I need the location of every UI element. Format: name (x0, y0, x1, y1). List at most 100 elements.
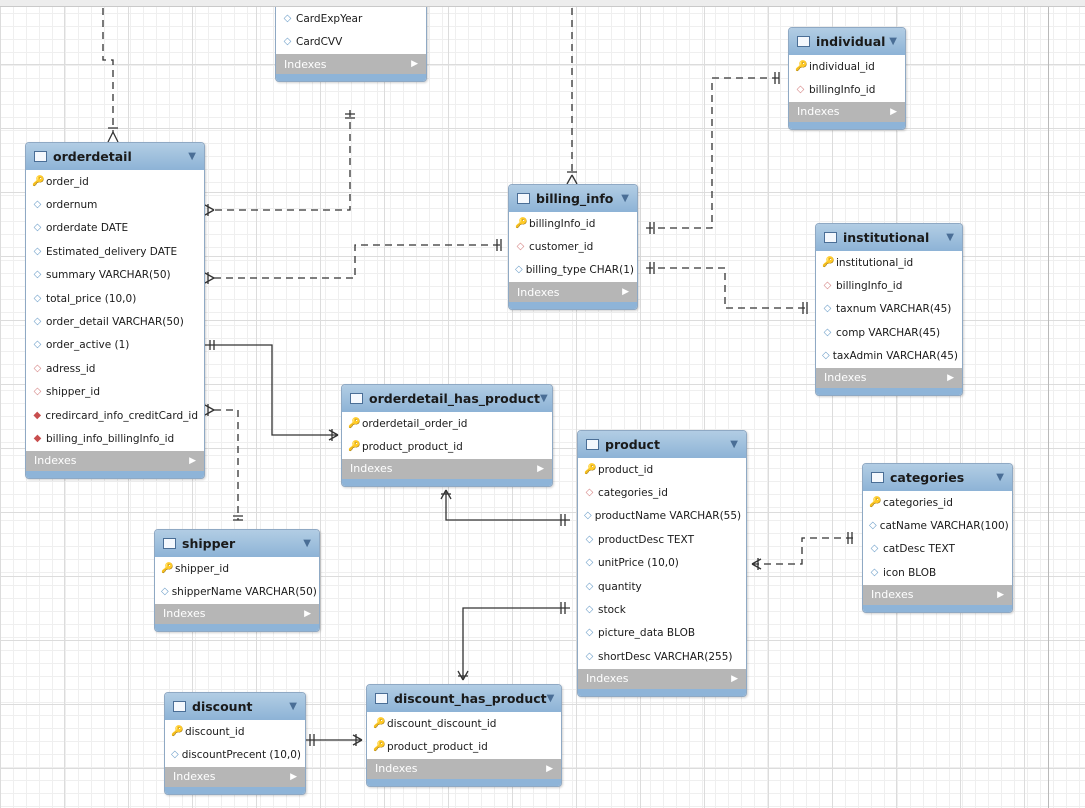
column-row[interactable]: ◇comp VARCHAR(45) (816, 321, 962, 344)
column-row[interactable]: ◇orderdate DATE (26, 217, 204, 240)
indexes-section[interactable]: Indexes▶ (26, 450, 204, 471)
column-row[interactable]: ◇shipper_id (26, 381, 204, 404)
chevron-down-icon[interactable]: ▼ (946, 232, 954, 243)
column-row[interactable]: 🔑billingInfo_id (509, 212, 637, 235)
indexes-section[interactable]: Indexes▶ (342, 458, 552, 479)
column-row[interactable]: ◇productDesc TEXT (578, 528, 746, 551)
chevron-down-icon[interactable]: ▼ (188, 151, 196, 162)
chevron-down-icon[interactable]: ▼ (303, 538, 311, 549)
column-row[interactable]: ◇unitPrice (10,0) (578, 552, 746, 575)
table-header[interactable]: product▼ (578, 431, 746, 458)
table-card[interactable]: ◇CardExpMonth◇CardExpYear◇CardCVVIndexes… (275, 0, 427, 83)
column-row[interactable]: ◇adress_id (26, 357, 204, 380)
column-row[interactable]: 🔑discount_discount_id (367, 712, 561, 735)
chevron-down-icon[interactable]: ▼ (539, 393, 548, 404)
column-row[interactable]: ◇order_detail VARCHAR(50) (26, 310, 204, 333)
table-orderdetail[interactable]: orderdetail▼🔑order_id◇ordernum◇orderdate… (25, 142, 205, 479)
column-row[interactable]: ◇picture_data BLOB (578, 622, 746, 645)
column-row[interactable]: ◇order_active (1) (26, 334, 204, 357)
table-header[interactable]: discount▼ (165, 693, 305, 720)
indexes-section[interactable]: Indexes▶ (367, 758, 561, 779)
column-row[interactable]: ◇stock (578, 598, 746, 621)
diamond-icon: ◇ (585, 533, 594, 545)
column-row[interactable]: 🔑product_id (578, 458, 746, 481)
table-header[interactable]: orderdetail_has_product▼ (342, 385, 552, 412)
chevron-down-icon[interactable]: ▼ (289, 701, 297, 712)
chevron-down-icon[interactable]: ▼ (621, 193, 629, 204)
table-header[interactable]: billing_info▼ (509, 185, 637, 212)
column-row[interactable]: ◇CardCVV (276, 31, 426, 54)
column-row[interactable]: 🔑shipper_id (155, 557, 319, 580)
column-row[interactable]: ◇taxnum VARCHAR(45) (816, 298, 962, 321)
indexes-section[interactable]: Indexes▶ (276, 54, 426, 75)
table-discount[interactable]: discount▼🔑discount_id◇discountPrecent (1… (164, 692, 306, 795)
indexes-section[interactable]: Indexes▶ (863, 584, 1012, 605)
column-row[interactable]: ◇quantity (578, 575, 746, 598)
column-row[interactable]: ◇icon BLOB (863, 561, 1012, 584)
triangle-right-icon[interactable]: ▶ (997, 589, 1004, 600)
table-billing-info[interactable]: billing_info▼🔑billingInfo_id◇customer_id… (508, 184, 638, 311)
chevron-down-icon[interactable]: ▼ (996, 472, 1004, 483)
triangle-right-icon[interactable]: ▶ (304, 608, 311, 619)
column-row[interactable]: ◇billing_type CHAR(1) (509, 259, 637, 282)
column-row[interactable]: ◇billingInfo_id (789, 78, 905, 101)
chevron-down-icon[interactable]: ▼ (889, 36, 897, 47)
column-row[interactable]: ◆billing_info_billingInfo_id (26, 427, 204, 450)
column-row[interactable]: ◇total_price (10,0) (26, 287, 204, 310)
triangle-right-icon[interactable]: ▶ (947, 372, 954, 383)
table-orderdetail-has-product[interactable]: orderdetail_has_product▼🔑orderdetail_ord… (341, 384, 553, 487)
column-row[interactable]: 🔑categories_id (863, 491, 1012, 514)
indexes-section[interactable]: Indexes▶ (155, 603, 319, 624)
table-categories[interactable]: categories▼🔑categories_id◇catName VARCHA… (862, 463, 1013, 613)
column-row[interactable]: 🔑discount_id (165, 720, 305, 743)
column-row[interactable]: ◇categories_id (578, 481, 746, 504)
table-header[interactable]: orderdetail▼ (26, 143, 204, 170)
table-discount-has-product[interactable]: discount_has_product▼🔑discount_discount_… (366, 684, 562, 787)
column-row[interactable]: ◇catDesc TEXT (863, 538, 1012, 561)
column-row[interactable]: ◇shipperName VARCHAR(50) (155, 580, 319, 603)
column-row[interactable]: ◇CardExpYear (276, 7, 426, 30)
column-row[interactable]: ◇shortDesc VARCHAR(255) (578, 645, 746, 668)
column-row[interactable]: ◇ordernum (26, 193, 204, 216)
key-icon: 🔑 (373, 717, 386, 729)
indexes-section[interactable]: Indexes▶ (509, 282, 637, 303)
table-institutional[interactable]: institutional▼🔑institutional_id◇billingI… (815, 223, 963, 396)
column-row[interactable]: 🔑product_product_id (367, 735, 561, 758)
column-row[interactable]: ◇catName VARCHAR(100) (863, 514, 1012, 537)
table-individual[interactable]: individual▼🔑individual_id◇billingInfo_id… (788, 27, 906, 130)
triangle-right-icon[interactable]: ▶ (546, 763, 553, 774)
triangle-right-icon[interactable]: ▶ (731, 673, 738, 684)
column-row[interactable]: ◇taxAdmin VARCHAR(45) (816, 345, 962, 368)
triangle-right-icon[interactable]: ▶ (189, 455, 196, 466)
triangle-right-icon[interactable]: ▶ (622, 287, 629, 298)
column-row[interactable]: ◇billingInfo_id (816, 274, 962, 297)
indexes-section[interactable]: Indexes▶ (165, 766, 305, 787)
table-header[interactable]: institutional▼ (816, 224, 962, 251)
indexes-section[interactable]: Indexes▶ (816, 367, 962, 388)
column-row[interactable]: ◇customer_id (509, 235, 637, 258)
column-row[interactable]: 🔑individual_id (789, 55, 905, 78)
chevron-down-icon[interactable]: ▼ (730, 439, 738, 450)
table-header[interactable]: individual▼ (789, 28, 905, 55)
column-row[interactable]: ◆credircard_info_creditCard_id (26, 404, 204, 427)
triangle-right-icon[interactable]: ▶ (290, 771, 297, 782)
table-header[interactable]: categories▼ (863, 464, 1012, 491)
column-row[interactable]: 🔑institutional_id (816, 251, 962, 274)
table-shipper[interactable]: shipper▼🔑shipper_id◇shipperName VARCHAR(… (154, 529, 320, 632)
column-row[interactable]: ◇Estimated_delivery DATE (26, 240, 204, 263)
triangle-right-icon[interactable]: ▶ (890, 106, 897, 117)
column-row[interactable]: 🔑order_id (26, 170, 204, 193)
indexes-section[interactable]: Indexes▶ (578, 668, 746, 689)
table-product[interactable]: product▼🔑product_id◇categories_id◇produc… (577, 430, 747, 697)
column-row[interactable]: 🔑orderdetail_order_id (342, 412, 552, 435)
triangle-right-icon[interactable]: ▶ (537, 463, 544, 474)
column-row[interactable]: 🔑product_product_id (342, 435, 552, 458)
column-row[interactable]: ◇productName VARCHAR(55) (578, 505, 746, 528)
chevron-down-icon[interactable]: ▼ (546, 693, 555, 704)
column-row[interactable]: ◇discountPrecent (10,0) (165, 743, 305, 766)
column-row[interactable]: ◇summary VARCHAR(50) (26, 264, 204, 287)
indexes-section[interactable]: Indexes▶ (789, 101, 905, 122)
table-header[interactable]: shipper▼ (155, 530, 319, 557)
triangle-right-icon[interactable]: ▶ (411, 59, 418, 70)
table-header[interactable]: discount_has_product▼ (367, 685, 561, 712)
